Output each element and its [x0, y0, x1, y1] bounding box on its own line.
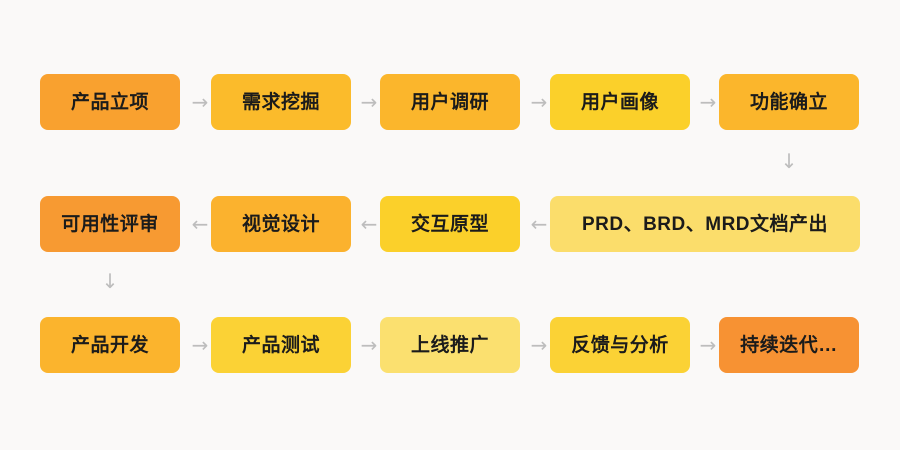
flow-node-label: 用户调研 [410, 91, 489, 113]
flow-arrow-right-icon: → [191, 90, 209, 114]
flow-arrow-right-icon: → [360, 333, 378, 357]
flow-arrow-left-icon: ← [191, 212, 209, 236]
flow-arrow-down-icon: ↓ [101, 269, 119, 293]
flow-node-n2[interactable]: 需求挖掘 [211, 74, 351, 130]
flow-node-n1[interactable]: 产品立项 [40, 74, 180, 130]
flow-node-n7[interactable]: 视觉设计 [211, 196, 351, 252]
flow-arrow-right-icon: → [360, 90, 378, 114]
flow-node-n8[interactable]: 交互原型 [380, 196, 520, 252]
flow-node-label: 交互原型 [410, 213, 489, 235]
flow-arrow-right-icon: → [530, 90, 548, 114]
flow-arrow-down-icon: ↓ [780, 149, 798, 173]
flow-node-n14[interactable]: 持续迭代… [719, 317, 859, 373]
flow-node-label: 产品立项 [70, 91, 149, 113]
flow-node-label: 用户画像 [580, 91, 659, 113]
flow-arrow-right-icon: → [699, 90, 717, 114]
flow-node-n4[interactable]: 用户画像 [550, 74, 690, 130]
flow-node-label: 产品测试 [241, 334, 320, 356]
flow-node-label: 反馈与分析 [571, 334, 669, 356]
flow-node-n11[interactable]: 产品测试 [211, 317, 351, 373]
flow-arrow-left-icon: ← [530, 212, 548, 236]
flow-node-label: 持续迭代… [740, 334, 838, 356]
flow-node-n5[interactable]: 功能确立 [719, 74, 859, 130]
flow-arrow-right-icon: → [530, 333, 548, 357]
flow-node-label: PRD、BRD、MRD文档产出 [581, 213, 829, 235]
flow-node-label: 需求挖掘 [241, 91, 320, 113]
flow-node-n3[interactable]: 用户调研 [380, 74, 520, 130]
flow-node-n9[interactable]: PRD、BRD、MRD文档产出 [550, 196, 860, 252]
flow-node-n13[interactable]: 反馈与分析 [550, 317, 690, 373]
flow-arrow-right-icon: → [191, 333, 209, 357]
flow-node-label: 可用性评审 [61, 213, 159, 235]
flow-node-label: 上线推广 [410, 334, 489, 356]
flow-node-n12[interactable]: 上线推广 [380, 317, 520, 373]
flow-arrow-left-icon: ← [360, 212, 378, 236]
flow-node-label: 功能确立 [749, 91, 828, 113]
flow-node-n10[interactable]: 产品开发 [40, 317, 180, 373]
flow-node-label: 产品开发 [70, 334, 149, 356]
flow-node-n6[interactable]: 可用性评审 [40, 196, 180, 252]
flow-node-label: 视觉设计 [241, 213, 320, 235]
flow-arrow-right-icon: → [699, 333, 717, 357]
